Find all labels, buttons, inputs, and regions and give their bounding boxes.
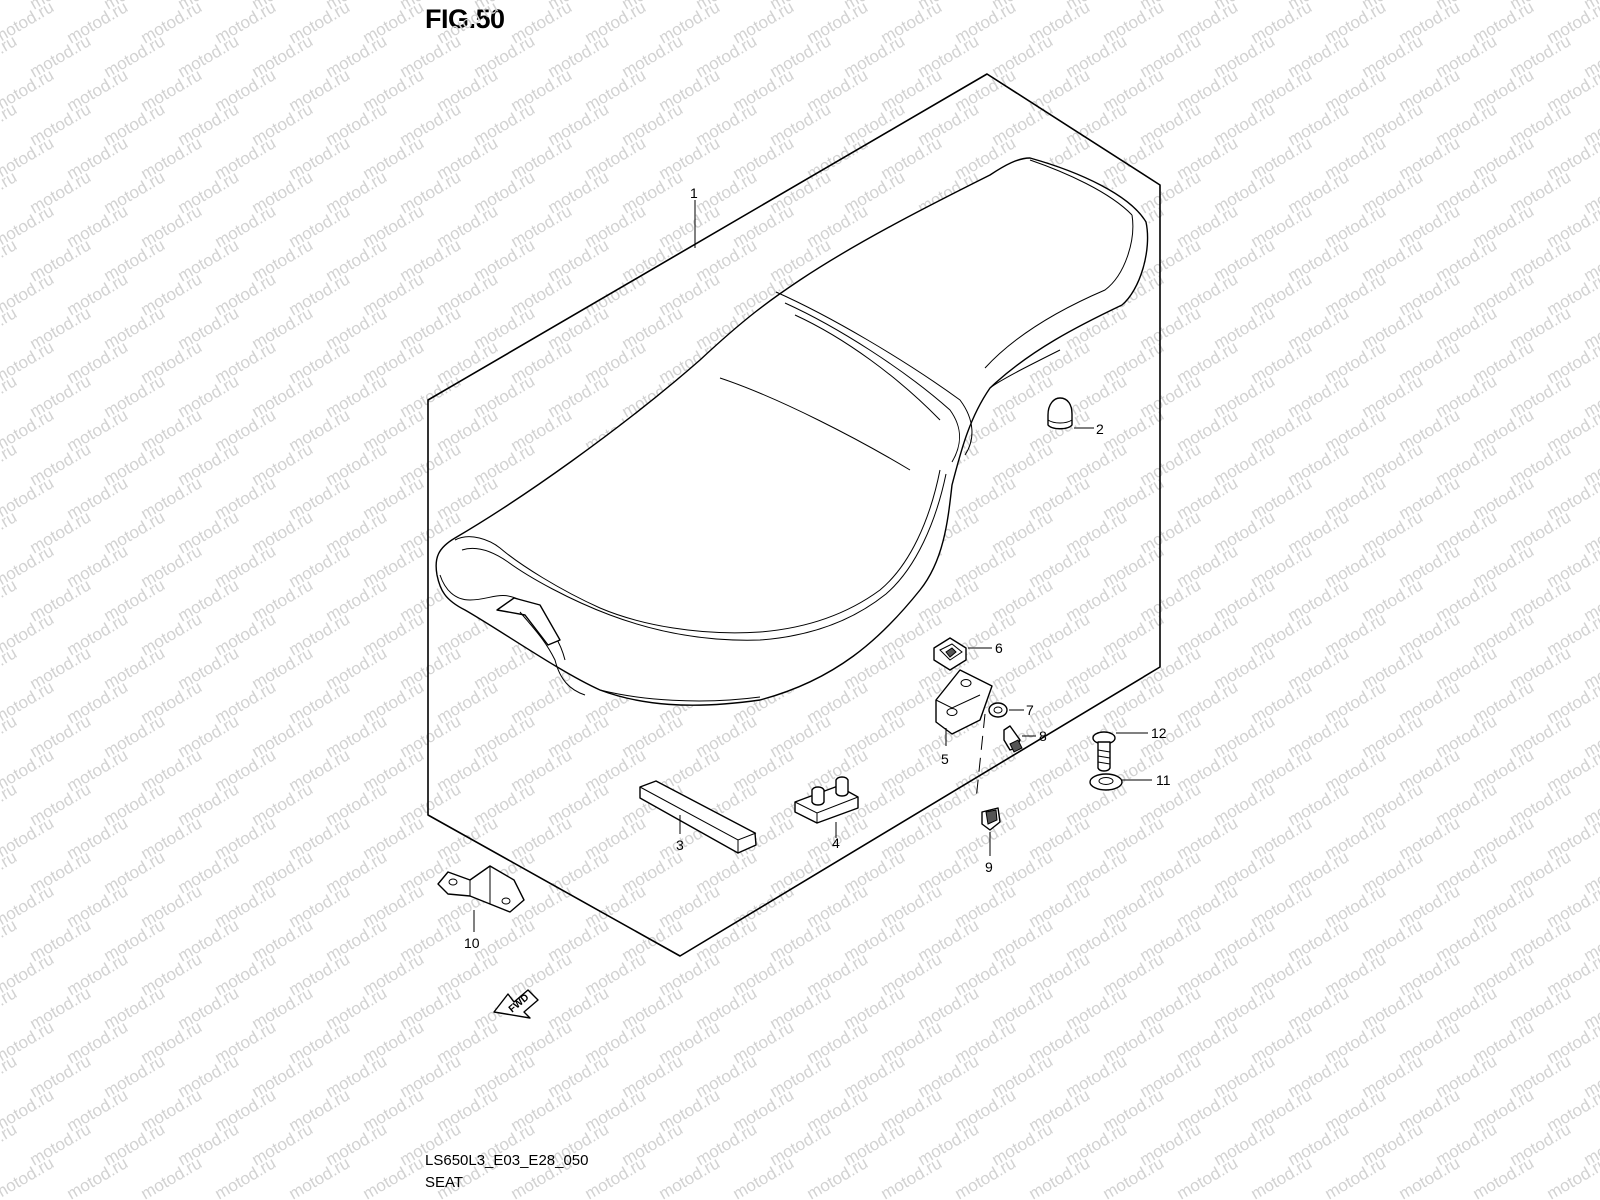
assembly-box (427, 73, 1161, 957)
watermark-text: motod.ru (0, 847, 20, 897)
watermark-text: motod.ru (0, 235, 20, 285)
seat-part-1 (435, 157, 1149, 706)
watermark-text: motod.ru (0, 99, 20, 149)
part-11-washer (1089, 773, 1152, 791)
callout-7: 7 (1026, 702, 1034, 718)
callout-labels: 1 2 3 4 5 6 7 8 9 10 11 12 (464, 185, 1171, 951)
callout-5: 5 (941, 751, 949, 767)
figure-name: SEAT (425, 1174, 464, 1191)
callout-6: 6 (995, 640, 1003, 656)
watermark-text: motod.ru (212, 1153, 280, 1200)
watermark-text: motod.ru (0, 983, 20, 1033)
watermark-text: motod.ru (804, 1153, 872, 1200)
callout-12: 12 (1151, 725, 1167, 741)
watermark-text: motod.ru (64, 1153, 132, 1200)
watermark-text: motod.ru (138, 1153, 206, 1200)
part-10-bracket (437, 865, 525, 932)
watermark-text: motod.ru (0, 1119, 20, 1169)
watermark-text: motod.ru (1248, 1153, 1316, 1200)
watermark-text: motod.ru (0, 439, 20, 489)
watermark-text: motod.ru (1470, 1153, 1538, 1200)
callout-9: 9 (985, 859, 993, 875)
watermark-text: motod.ru (1396, 1153, 1464, 1200)
part-5-bracket (935, 669, 993, 746)
watermark-text: motod.ru (0, 1051, 20, 1101)
figure-code: LS650L3_E03_E28_050 (425, 1152, 589, 1169)
watermark-text: motod.ru (286, 1153, 354, 1200)
watermark-text: motod.ru (952, 1153, 1020, 1200)
part-6-clip-nut (933, 637, 992, 671)
watermark-text: motod.ru (0, 507, 20, 557)
watermark-text: motod.ru (1100, 1153, 1168, 1200)
watermark-text: motod.ru (0, 643, 20, 693)
watermark-text: motod.ru (0, 711, 20, 761)
callout-1: 1 (690, 185, 698, 201)
callout-8: 8 (1039, 728, 1047, 744)
watermark-text: motod.ru (1322, 1153, 1390, 1200)
callout-11: 11 (1156, 772, 1171, 788)
part-8-bolt (1003, 725, 1036, 753)
watermark-text: motod.ru (1174, 1153, 1242, 1200)
part-12-screw (1092, 731, 1148, 772)
watermark-text: motod.ru (0, 0, 20, 13)
callout-4: 4 (832, 835, 840, 851)
watermark-text: motod.ru (730, 1153, 798, 1200)
watermark-text: motod.ru (582, 1153, 650, 1200)
watermark-text: motod.ru (1026, 1153, 1094, 1200)
part-4-damper (794, 776, 859, 838)
watermark-text: motod.ru (0, 575, 20, 625)
part-2-cap-nut (1047, 397, 1094, 430)
part-7-washer (988, 702, 1024, 718)
watermark-text: motod.ru (1544, 1153, 1600, 1200)
watermark-text: motod.ru (0, 915, 20, 965)
callout-2: 2 (1096, 421, 1104, 437)
watermark-text: motod.ru (360, 1153, 428, 1200)
watermark-text: motod.ru (0, 167, 20, 217)
watermark-text: motod.ru (0, 779, 20, 829)
watermark-text: motod.ru (0, 303, 20, 353)
watermark-text: motod.ru (0, 31, 20, 81)
watermark-text: motod.ru (656, 1153, 724, 1200)
callout-10: 10 (464, 935, 480, 951)
part-3-cushion-block (639, 780, 757, 854)
watermark-text: motod.ru (878, 1153, 946, 1200)
watermark-text: motod.ru (0, 371, 20, 421)
part-9-bolt (975, 713, 1001, 856)
callout-3: 3 (676, 837, 684, 853)
figure-title: FIG.50 (425, 4, 505, 34)
watermark-text: motod.ru (0, 1153, 57, 1200)
